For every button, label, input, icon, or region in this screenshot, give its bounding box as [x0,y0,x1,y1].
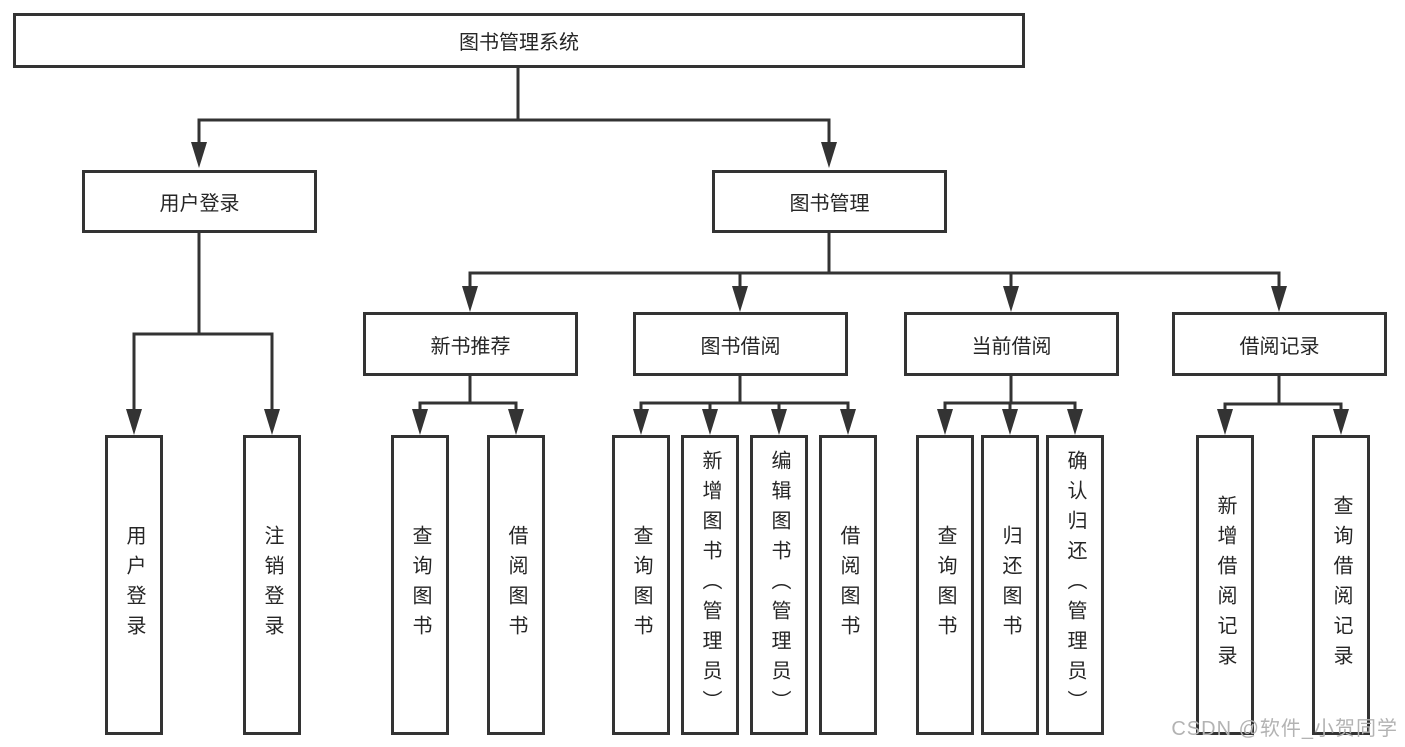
node-book-management: 图书管理 [712,170,947,233]
leaf-recommend-query-book: 查询图书 [391,435,449,735]
leaf-user-login: 用户登录 [105,435,163,735]
leaf-current-query-book: 查询图书 [916,435,974,735]
leaf-logout: 注销登录 [243,435,301,735]
csdn-watermark: CSDN @软件_小贺同学 [1171,718,1398,740]
node-new-book-recommend: 新书推荐 [363,312,578,376]
leaf-current-confirm-return-admin: 确认归还（管理员） [1046,435,1104,735]
leaf-borrowing-add-book-admin: 新增图书（管理员） [681,435,739,735]
node-current-borrowing: 当前借阅 [904,312,1119,376]
leaf-records-add-borrow-record: 新增借阅记录 [1196,435,1254,735]
leaf-current-return-book: 归还图书 [981,435,1039,735]
leaf-recommend-borrow-book: 借阅图书 [487,435,545,735]
leaf-borrowing-query-book: 查询图书 [612,435,670,735]
leaf-borrowing-edit-book-admin: 编辑图书（管理员） [750,435,808,735]
root-node-library-management-system: 图书管理系统 [13,13,1025,68]
arrowheads [126,142,1349,435]
leaf-borrowing-borrow-book: 借阅图书 [819,435,877,735]
node-book-borrowing: 图书借阅 [633,312,848,376]
node-user-login: 用户登录 [82,170,317,233]
node-borrowing-records: 借阅记录 [1172,312,1387,376]
leaf-records-query-borrow-record: 查询借阅记录 [1312,435,1370,735]
